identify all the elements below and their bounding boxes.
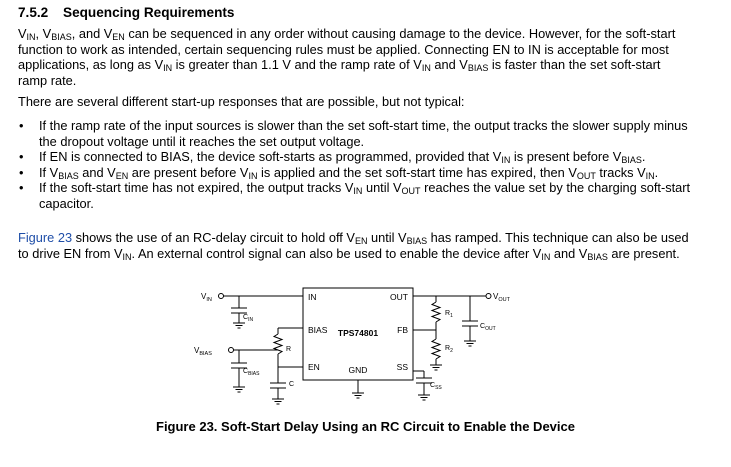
vin-terminal [218,293,224,299]
pin-en-label: EN [308,362,320,372]
section-heading: 7.5.2 Sequencing Requirements [18,5,234,20]
bullet-marker: • [19,118,24,133]
vout-label: VOUT [493,292,511,303]
list-item: •If the soft-start time has not expired,… [19,180,691,211]
pin-in-label: IN [308,292,317,302]
c-label: C [289,381,294,388]
r2-label: R2 [445,345,453,354]
paragraph-sequencing-rules: VIN, VBIAS, and VEN can be sequenced in … [18,26,676,88]
section-number: 7.5.2 [18,5,49,20]
list-item: •If the ramp rate of the input sources i… [19,118,688,149]
figure-23-link[interactable]: Figure 23 [18,230,73,245]
startup-response-list: •If the ramp rate of the input sources i… [18,118,698,211]
r1-resistor [430,301,442,323]
rc-delay-schematic: IN OUT BIAS FB EN GND SS TPS74801 VIN VB… [194,287,511,405]
paragraph-figure-reference: Figure 23 shows the use of an RC-delay c… [18,230,689,262]
vbias-terminal [228,347,234,353]
chip-part-number: TPS74801 [338,328,378,338]
pin-out-label: OUT [390,292,408,302]
bullet-marker: • [19,180,24,195]
section-title: Sequencing Requirements [63,5,235,20]
figure-caption: Figure 23. Soft-Start Delay Using an RC … [156,419,575,434]
paragraph-startup-intro: There are several different start-up res… [18,94,465,109]
vout-terminal [485,293,492,299]
list-item: •If EN is connected to BIAS, the device … [19,149,646,165]
list-item: •If VBIAS and VEN are present before VIN… [19,164,659,181]
cbias-label: CBIAS [243,368,260,377]
css-label: CSS [430,382,442,391]
r-resistor [272,333,284,355]
cout-label: COUT [480,323,496,332]
pin-fb-label: FB [397,325,408,335]
vin-label: VIN [201,292,212,303]
r1-label: R1 [445,310,453,319]
bullet-marker: • [19,164,24,180]
cin-label: CIN [243,314,253,323]
pin-gnd-label: GND [349,365,368,375]
pin-bias-label: BIAS [308,325,328,335]
r-label: R [286,346,291,353]
vbias-label: VBIAS [194,346,212,357]
r2-resistor [430,338,442,360]
bullet-marker: • [19,149,24,164]
pin-ss-label: SS [397,362,409,372]
